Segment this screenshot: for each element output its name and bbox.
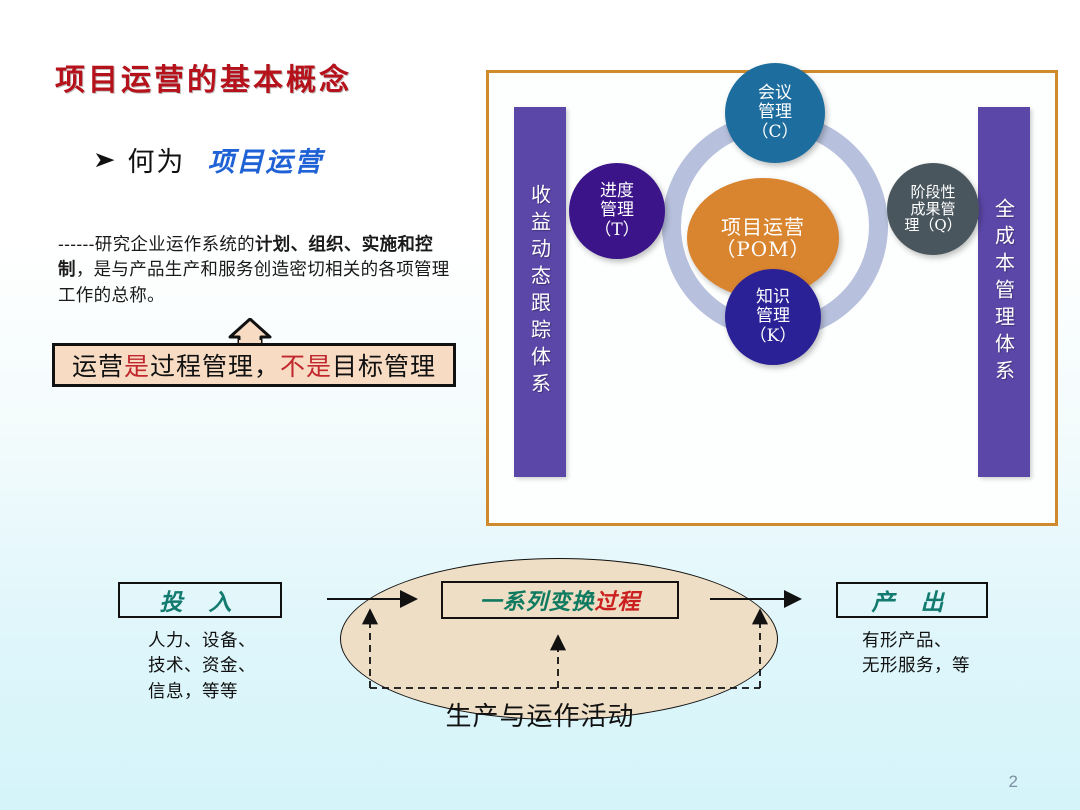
diagram-panel: 收益动态跟踪体系 全成本管理体系 项目运营 （POM） 会议 管理 （C） 进度… bbox=[486, 63, 1058, 526]
node-schedule-management: 进度 管理 （T） bbox=[569, 163, 665, 259]
process-flow: 投 入 人力、设备、 技术、资金、 信息，等等 一系列变换过程 生产与运作活动 … bbox=[0, 548, 1080, 768]
page-title: 项目运营的基本概念 bbox=[55, 63, 352, 98]
definition-bold: 计划、组织、实施和控制 bbox=[58, 234, 433, 280]
node-t-line-3: （T） bbox=[594, 219, 640, 240]
process-box-label: 一系列变换过程 bbox=[479, 584, 640, 616]
callout-part-1: 运营 bbox=[71, 352, 124, 381]
callout-box: 运营是过程管理，不是目标管理 bbox=[52, 343, 456, 387]
definition-paragraph: ------研究企业运作系统的计划、组织、实施和控制，是与产品生产和服务创造密切… bbox=[58, 232, 458, 308]
output-box-label: 产 出 bbox=[871, 589, 953, 616]
process-label-red: 过程 bbox=[594, 589, 641, 615]
input-items: 人力、设备、 技术、资金、 信息，等等 bbox=[148, 630, 256, 701]
side-bar-left-label: 收益动态跟踪体系 bbox=[527, 184, 552, 400]
side-bar-right: 全成本管理体系 bbox=[978, 107, 1030, 477]
process-label-green: 一系列变换 bbox=[479, 589, 595, 615]
node-k-line-1: 知识 bbox=[755, 287, 790, 308]
bullet-row: ➤ 何为 项目运营 bbox=[92, 140, 324, 179]
node-q-line-1: 阶段性 bbox=[910, 182, 956, 201]
output-box: 产 出 bbox=[836, 582, 988, 618]
node-k-line-3: （K） bbox=[749, 325, 797, 346]
input-box-label: 投 入 bbox=[159, 589, 241, 616]
node-quality-management: 阶段性 成果管 理（Q） bbox=[887, 163, 979, 255]
process-box: 一系列变换过程 bbox=[441, 581, 679, 619]
callout-text: 运营是过程管理，不是目标管理 bbox=[72, 347, 436, 383]
side-bar-left: 收益动态跟踪体系 bbox=[514, 107, 566, 477]
callout-part-2: 是 bbox=[123, 352, 150, 381]
definition-rest: ，是与产品生产和服务创造密切相关的各项管理工作的总称。 bbox=[58, 259, 450, 305]
callout-arrow-icon bbox=[228, 318, 272, 346]
bullet-emphasis-text: 项目运营 bbox=[207, 147, 324, 178]
node-center-line-2: （POM） bbox=[715, 237, 811, 261]
side-bar-right-label: 全成本管理体系 bbox=[991, 197, 1016, 387]
node-knowledge-management: 知识 管理 （K） bbox=[725, 269, 821, 365]
output-items: 有形产品、 无形服务，等 bbox=[862, 630, 970, 676]
callout-part-5: 目标管理 bbox=[332, 352, 437, 381]
node-q-line-2: 成果管 bbox=[910, 199, 956, 218]
node-meeting-management: 会议 管理 （C） bbox=[725, 63, 825, 163]
bullet-lead-text: 何为 bbox=[127, 147, 186, 178]
node-t-line-1: 进度 bbox=[600, 181, 634, 202]
definition-prefix: ------研究企业运作系统的 bbox=[58, 234, 255, 254]
activity-label: 生产与运作活动 bbox=[445, 702, 635, 732]
node-c-line-1: 会议 bbox=[757, 83, 792, 104]
input-box: 投 入 bbox=[118, 582, 282, 618]
page-number: 2 bbox=[1008, 772, 1018, 791]
callout-part-3: 过程管理， bbox=[149, 352, 280, 381]
flow-connectors bbox=[327, 590, 802, 689]
node-c-line-2: 管理 bbox=[757, 102, 792, 123]
node-t-line-2: 管理 bbox=[600, 200, 634, 221]
node-c-line-3: （C） bbox=[751, 121, 799, 142]
node-center-line-1: 项目运营 bbox=[721, 214, 805, 239]
node-k-line-2: 管理 bbox=[755, 306, 790, 327]
arrow-bullet-icon: ➤ bbox=[92, 146, 116, 172]
callout-part-4: 不是 bbox=[280, 352, 333, 381]
node-q-line-3: 理（Q） bbox=[904, 216, 962, 235]
